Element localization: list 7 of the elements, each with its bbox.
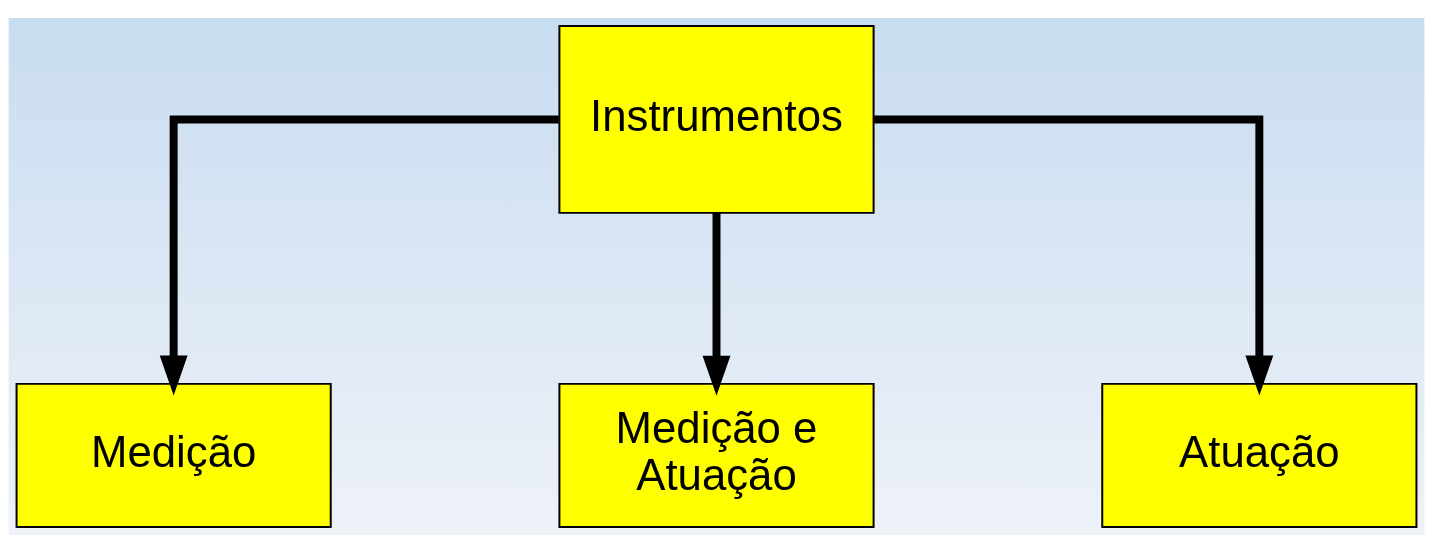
node-box: Medição <box>15 382 332 529</box>
arrow <box>702 213 731 396</box>
node-box: Medição e Atuação <box>558 382 875 529</box>
node-box: Atuação <box>1101 382 1418 529</box>
node-box: Instrumentos <box>558 24 875 214</box>
arrow <box>159 115 559 396</box>
arrow <box>874 115 1274 396</box>
